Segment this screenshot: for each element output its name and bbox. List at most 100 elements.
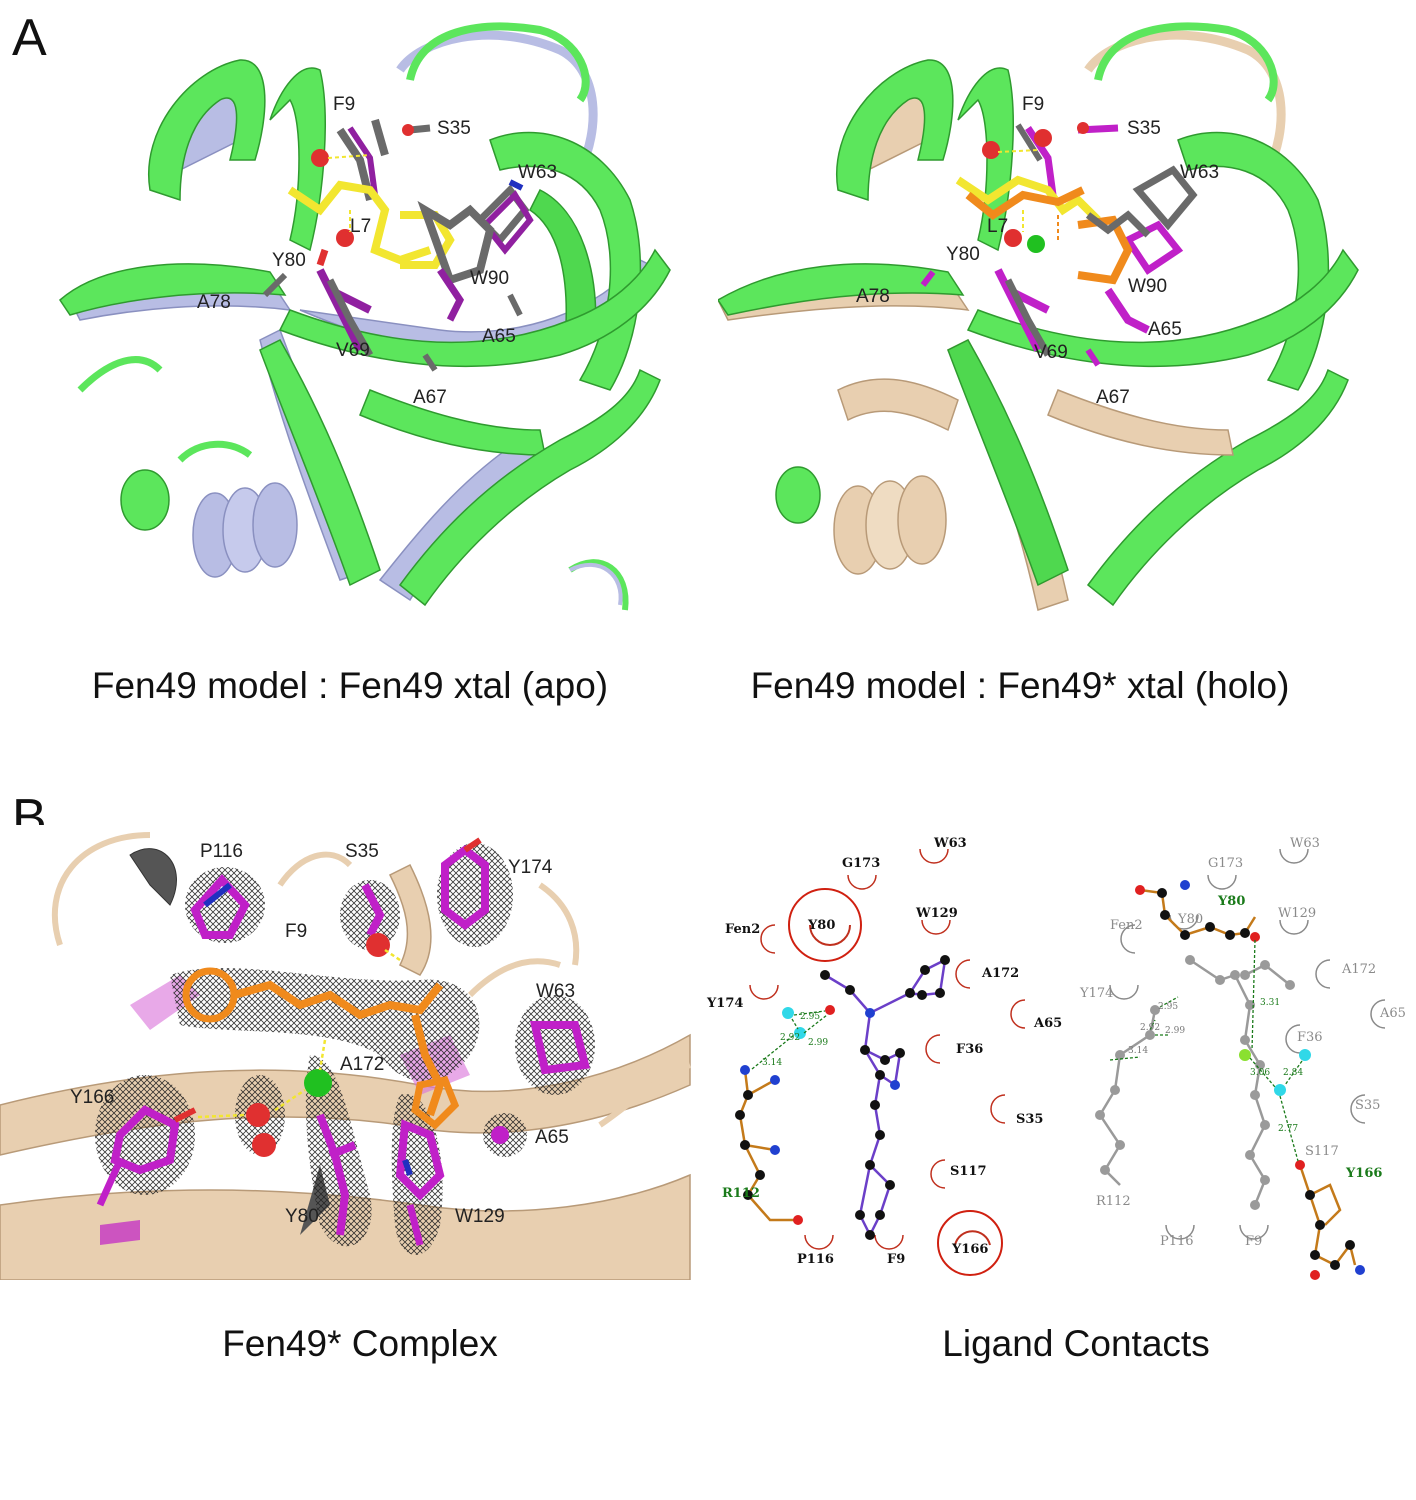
residue-labels: F9 S35 W63 L7 Y80 W90 A78 A65 V69 A67 bbox=[856, 94, 1219, 408]
res-label: Y80 bbox=[285, 1206, 319, 1227]
residue-labels: F9 S35 W63 L7 Y80 W90 A78 A65 V69 A67 bbox=[197, 94, 557, 408]
water-atom bbox=[794, 1027, 806, 1039]
res-label: W63 bbox=[1180, 162, 1219, 183]
hbond-distance: 2.99 bbox=[808, 1038, 828, 1048]
ligand-bonds bbox=[1098, 958, 1291, 1206]
active-site-sticks bbox=[920, 122, 1198, 367]
res-label: W129 bbox=[455, 1206, 505, 1227]
contact-label: Fen2 bbox=[1110, 918, 1143, 933]
res-label: A65 bbox=[1148, 319, 1182, 340]
contact-label: A65 bbox=[1033, 1016, 1062, 1031]
hbond-distance: 3.31 bbox=[1260, 998, 1280, 1008]
contact-label: G173 bbox=[842, 856, 880, 871]
bonded-residue-label: R112 bbox=[722, 1186, 760, 1201]
res-label: Y80 bbox=[272, 250, 306, 271]
contact-label: W63 bbox=[933, 836, 967, 851]
hbond-distance: 2.92 bbox=[1140, 1023, 1160, 1033]
res-label: A67 bbox=[413, 387, 447, 408]
residue-bonds bbox=[1139, 888, 1357, 1267]
residue-labels: P116 S35 Y174 F9 W63 A172 Y166 A65 Y80 W… bbox=[70, 841, 575, 1227]
bonded-residue-label: Y80 bbox=[1217, 894, 1245, 909]
protein-cartoon bbox=[718, 22, 1359, 611]
contact-label: Y174 bbox=[706, 996, 743, 1011]
panel-label-a: A bbox=[12, 9, 47, 67]
contact-label: W63 bbox=[1290, 836, 1320, 851]
res-label: W63 bbox=[518, 162, 557, 183]
res-label: S35 bbox=[437, 118, 471, 139]
water-atom bbox=[1274, 1084, 1286, 1096]
res-label: S35 bbox=[345, 841, 379, 862]
contact-label: Y166 bbox=[951, 1242, 988, 1257]
ligand-atoms bbox=[735, 955, 950, 1240]
contact-label: S35 bbox=[1016, 1112, 1043, 1127]
res-label: F9 bbox=[1022, 94, 1044, 115]
contact-label: F9 bbox=[887, 1252, 905, 1267]
contact-label: G173 bbox=[1208, 856, 1243, 871]
res-label: W90 bbox=[1128, 276, 1167, 297]
res-label: A172 bbox=[340, 1054, 384, 1075]
ligplot-left: 2.95 2.92 2.99 3.14 G173 W63 Fen2 Y80 W1… bbox=[706, 836, 1062, 1276]
res-label: A65 bbox=[535, 1127, 569, 1148]
ligand-contacts-figure: 2.95 2.92 2.99 3.14 G173 W63 Fen2 Y80 W1… bbox=[706, 836, 1406, 1280]
res-label: Y174 bbox=[508, 857, 553, 878]
protein-cartoon bbox=[59, 22, 671, 611]
contact-label: P116 bbox=[1160, 1234, 1194, 1249]
holo-superposition-figure: F9 S35 W63 L7 Y80 W90 A78 A65 V69 A67 bbox=[718, 22, 1359, 611]
complex-density-figure: P116 S35 Y174 F9 W63 A172 Y166 A65 Y80 W… bbox=[0, 825, 700, 1280]
water-atom bbox=[1299, 1049, 1311, 1061]
contact-label: A172 bbox=[981, 966, 1019, 981]
res-label: F9 bbox=[333, 94, 355, 115]
res-label: L7 bbox=[350, 216, 371, 237]
res-label: L7 bbox=[987, 216, 1008, 237]
bonded-residue-label: Y166 bbox=[1345, 1166, 1382, 1181]
ligplot-right: 2.95 2.92 2.99 3.14 3.31 3.06 2.84 2.77 … bbox=[1079, 836, 1406, 1280]
ion-atom bbox=[1239, 1049, 1251, 1061]
hbond-distance: 3.14 bbox=[1128, 1046, 1148, 1056]
res-label: Y166 bbox=[70, 1087, 114, 1108]
hbond-distance: 3.14 bbox=[762, 1058, 782, 1068]
highlighted-contact-ring bbox=[937, 1210, 1003, 1276]
contact-label: Fen2 bbox=[725, 922, 760, 937]
bonded-residue-atoms bbox=[1135, 880, 1365, 1280]
res-label: F9 bbox=[285, 921, 307, 942]
hbond-distance: 2.92 bbox=[780, 1033, 800, 1043]
contact-label: Y80 bbox=[807, 918, 835, 933]
caption-apo: Fen49 model : Fen49 xtal (apo) bbox=[91, 665, 609, 706]
contact-label: W129 bbox=[1278, 906, 1316, 921]
contact-label: F36 bbox=[1297, 1030, 1323, 1045]
hbond-distance: 2.84 bbox=[1283, 1068, 1303, 1078]
apo-superposition-figure: F9 S35 W63 L7 Y80 W90 A78 A65 V69 A67 bbox=[59, 22, 671, 611]
contact-label: S117 bbox=[1305, 1144, 1339, 1159]
caption-holo: Fen49 model : Fen49* xtal (holo) bbox=[750, 665, 1290, 706]
contact-label: A172 bbox=[1341, 962, 1376, 977]
contact-label: W129 bbox=[915, 906, 958, 921]
res-label: S35 bbox=[1127, 118, 1161, 139]
res-label: Y80 bbox=[946, 244, 980, 265]
water-atom bbox=[782, 1007, 794, 1019]
res-label: W63 bbox=[536, 981, 575, 1002]
caption-ligand-contacts: Ligand Contacts bbox=[942, 1323, 1210, 1364]
ligand-atoms bbox=[1095, 955, 1295, 1210]
res-label: A67 bbox=[1096, 387, 1130, 408]
res-label: V69 bbox=[336, 340, 370, 361]
hbond-distance: 2.99 bbox=[1165, 1026, 1185, 1036]
contact-label: A65 bbox=[1379, 1006, 1406, 1021]
contact-label: S117 bbox=[950, 1164, 987, 1179]
contact-label: S35 bbox=[1355, 1098, 1380, 1113]
res-label: W90 bbox=[470, 268, 509, 289]
active-site-sticks bbox=[262, 118, 534, 372]
caption-complex: Fen49* Complex bbox=[222, 1323, 498, 1364]
contact-label: R112 bbox=[1096, 1194, 1131, 1209]
res-label: P116 bbox=[200, 841, 243, 862]
hbond-distance: 2.77 bbox=[1278, 1124, 1298, 1134]
ligand-bonds bbox=[824, 957, 947, 1238]
hbond-distance: 2.95 bbox=[1158, 1002, 1178, 1012]
hbond-distance: 2.95 bbox=[800, 1012, 820, 1022]
contact-label: Y174 bbox=[1079, 986, 1113, 1001]
ligand-and-sidechains bbox=[96, 837, 590, 1246]
hbond-distance: 3.06 bbox=[1250, 1068, 1270, 1078]
contact-arcs bbox=[749, 848, 1026, 1250]
res-label: A65 bbox=[482, 326, 516, 347]
highlighted-contact-ring bbox=[788, 888, 862, 962]
contact-label: F36 bbox=[956, 1042, 983, 1057]
